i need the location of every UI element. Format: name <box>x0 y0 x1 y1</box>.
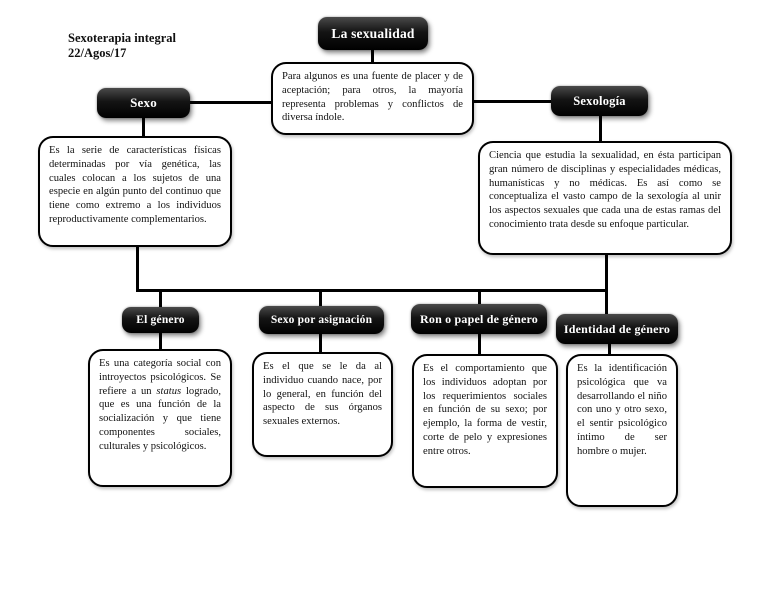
genero-desc-italic: status <box>156 385 182 397</box>
connector-line <box>136 289 608 292</box>
card-asignacion-desc: Es el que se le da al individuo cuando n… <box>252 352 393 457</box>
card-ron-desc: Es el comportamiento que los individuos … <box>412 354 558 488</box>
genero-desc-part2: logrado, que es una función de la social… <box>99 385 221 452</box>
connector-line <box>605 254 608 315</box>
connector-line <box>159 332 162 350</box>
connector-line <box>190 101 272 104</box>
node-la-sexualidad: La sexualidad <box>318 17 428 50</box>
card-genero-desc: Es una categoría social con introyectos … <box>88 349 232 487</box>
connector-line <box>478 291 481 305</box>
connector-line <box>608 343 611 355</box>
connector-line <box>599 115 602 142</box>
node-ron-o-papel-de-genero: Ron o papel de género <box>411 304 547 334</box>
connector-line <box>142 117 145 137</box>
genero-desc-part1: Es una categoría social con introyectos … <box>99 358 221 397</box>
card-sexo-desc: Es la serie de características físicas d… <box>38 136 232 247</box>
node-sexo: Sexo <box>97 88 190 118</box>
connector-line <box>136 246 139 292</box>
card-sexualidad-desc: Para algunos es una fuente de placer y d… <box>271 62 474 135</box>
card-sexologia-desc: Ciencia que estudia la sexualidad, en és… <box>478 141 732 255</box>
node-sexologia: Sexología <box>551 86 648 116</box>
node-identidad-de-genero: Identidad de género <box>556 314 678 344</box>
node-sexo-por-asignacion: Sexo por asignación <box>259 306 384 334</box>
connector-line <box>319 333 322 353</box>
connector-line <box>319 291 322 307</box>
header-note: Sexoterapia integral 22/Agos/17 <box>68 31 176 60</box>
connector-line <box>473 100 552 103</box>
card-identidad-desc: Es la identificación psicológica que va … <box>566 354 678 507</box>
connector-line <box>159 291 162 308</box>
connector-line <box>478 333 481 355</box>
node-el-genero: El género <box>122 307 199 333</box>
connector-line <box>371 50 374 64</box>
